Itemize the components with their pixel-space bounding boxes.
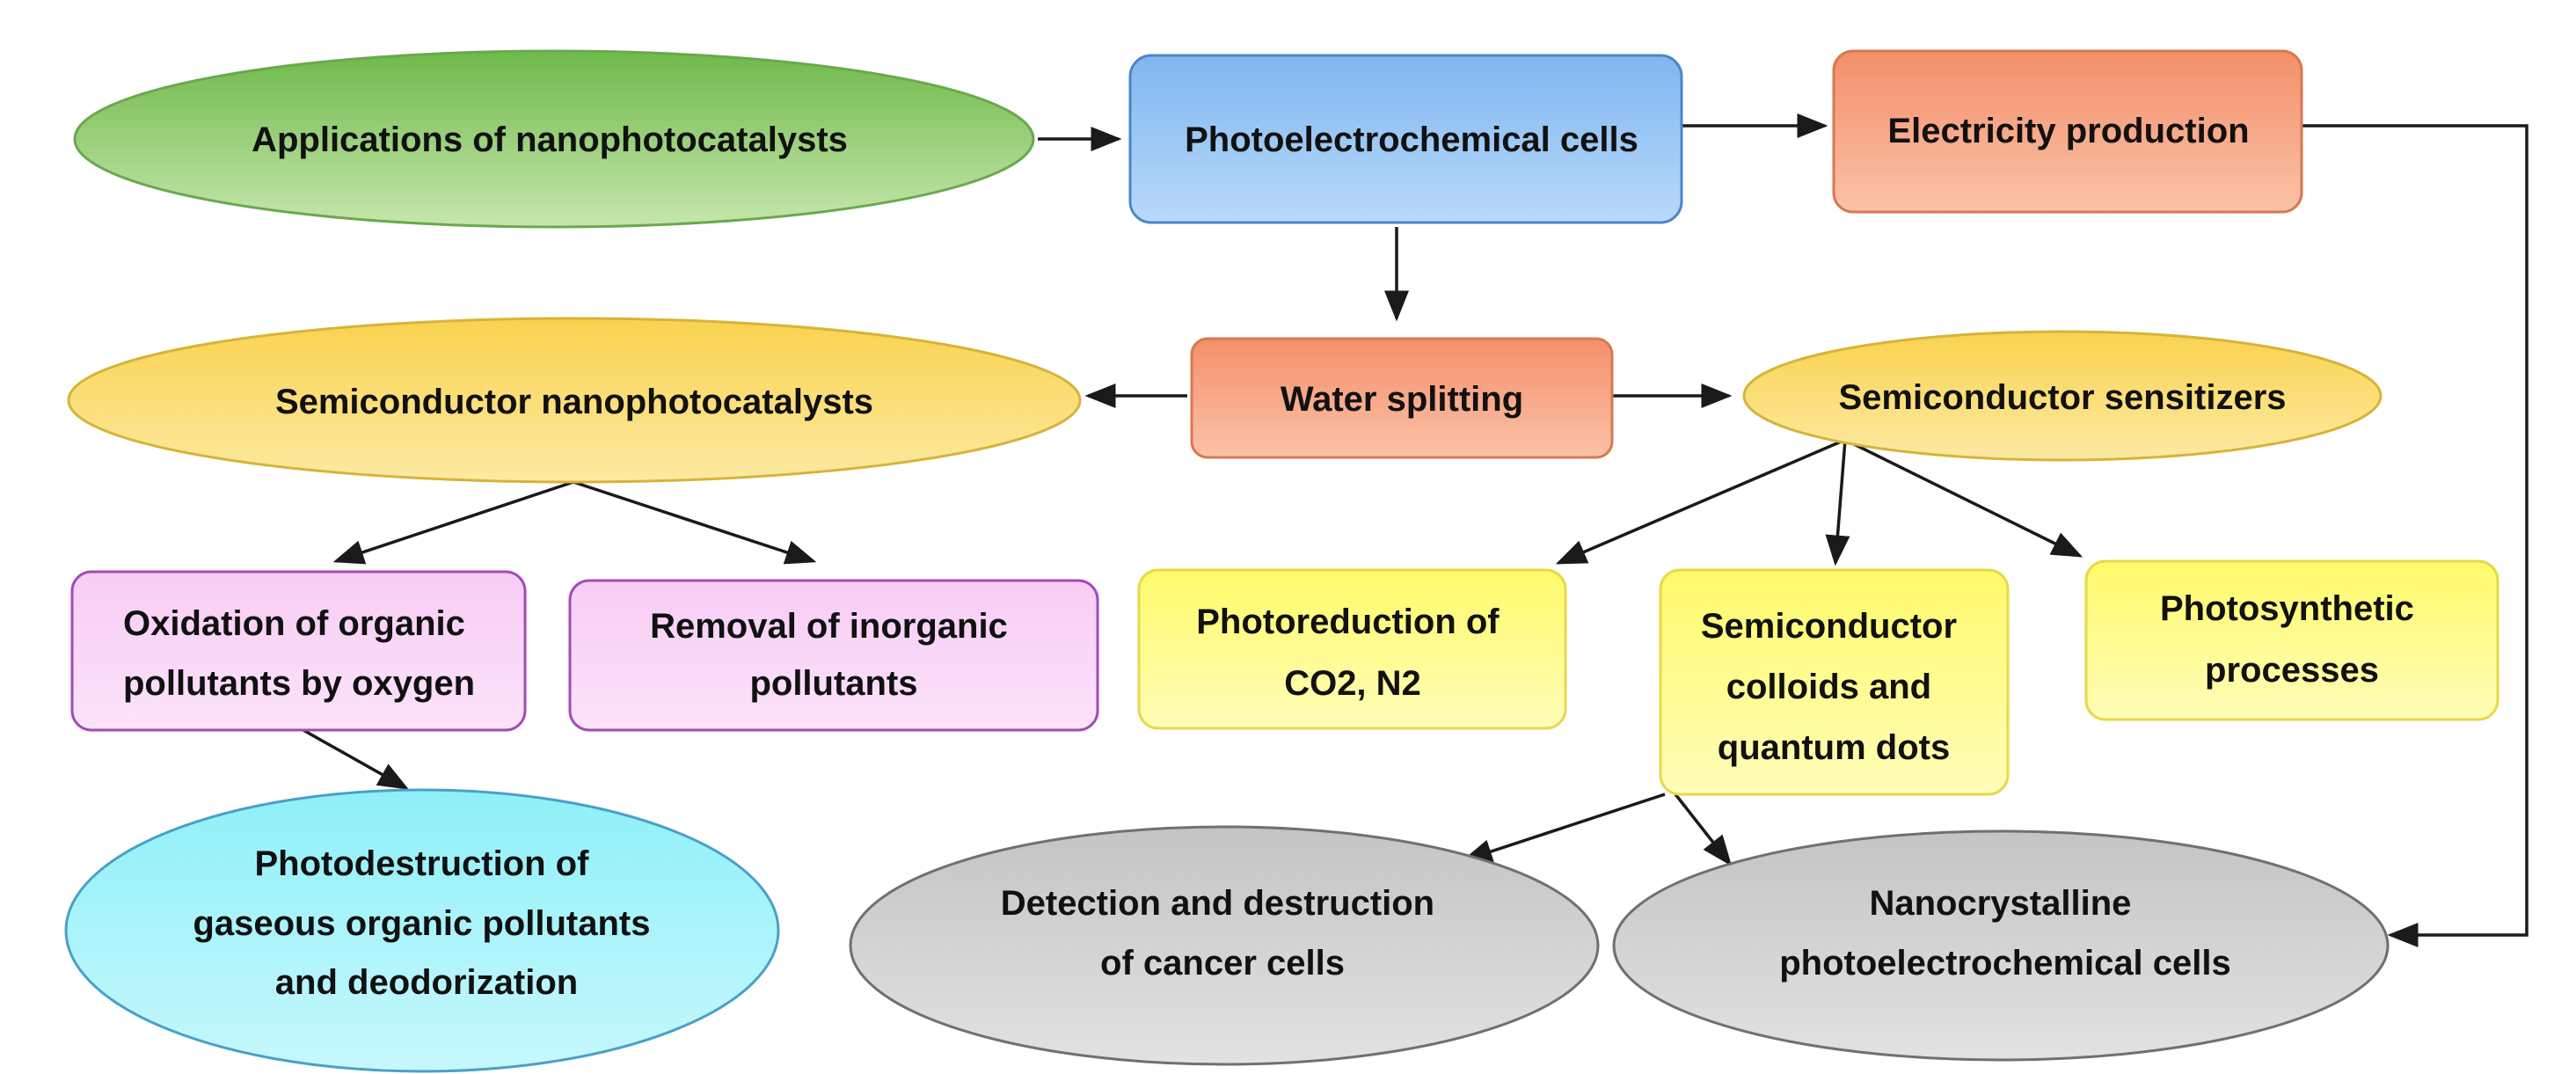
arrow-oxidation-to-photodestruction bbox=[301, 727, 410, 790]
node-label-line-1: Photosynthetic bbox=[2160, 589, 2414, 628]
svg-text:Applications of nanophotocata: Applications of nanophotocatalysts bbox=[252, 121, 848, 159]
arrow-nanophotocatalysts-to-oxidation bbox=[332, 480, 574, 565]
node-label: Water splitting bbox=[1281, 380, 1523, 419]
node-label-line-2: gaseous organic pollutants bbox=[193, 904, 650, 943]
arrow-sensitizers-to-colloids bbox=[1825, 439, 1850, 566]
node-label: Applications of nanophotocatalysts bbox=[252, 121, 848, 159]
node-shape bbox=[73, 49, 1035, 229]
node-label-line-1: Semiconductor bbox=[1701, 607, 1957, 646]
svg-text:Semiconductor nanophotocataly: Semiconductor nanophotocatalysts bbox=[275, 383, 873, 421]
node-photosynthetic-processes: Photosynthetic processes bbox=[2084, 559, 2499, 721]
node-shape bbox=[1832, 49, 2303, 214]
node-shape bbox=[2084, 559, 2499, 721]
svg-text:Photodestruction of gase: Photodestruction of gaseous organic poll… bbox=[193, 844, 660, 1002]
node-oxidation-organic-pollutants: Oxidation of organic pollutants by oxyge… bbox=[70, 570, 527, 732]
node-shape bbox=[1742, 330, 2383, 462]
node-shape bbox=[1128, 54, 1683, 224]
node-label-line-1: Removal of inorganic bbox=[650, 607, 1008, 646]
node-label-line-2: processes bbox=[2205, 651, 2379, 690]
node-label: Semiconductor nanophotocatalysts bbox=[275, 383, 873, 421]
connectors bbox=[301, 113, 2529, 947]
node-water-splitting: Water splitting bbox=[1190, 337, 1614, 459]
node-applications: Applications of nanophotocatalysts bbox=[73, 49, 1035, 229]
node-semiconductor-sensitizers: Semiconductor sensitizers bbox=[1742, 330, 2383, 462]
svg-text:Water splitting: Water splitting bbox=[1281, 380, 1523, 419]
svg-text:Photoelectrochemical cells: Photoelectrochemical cells bbox=[1185, 121, 1638, 159]
node-shape bbox=[1190, 337, 1614, 459]
svg-text:Photosynthetic processes: Photosynthetic processes bbox=[2160, 589, 2424, 690]
node-shape bbox=[70, 570, 527, 732]
arrow-nanophotocatalysts-to-removal bbox=[573, 480, 817, 565]
svg-text:Oxidation of organic pol: Oxidation of organic pollutants by oxyge… bbox=[123, 604, 475, 703]
node-shape bbox=[1137, 568, 1567, 730]
node-label-line-3: quantum dots bbox=[1718, 728, 1950, 767]
svg-text:Electricity production: Electricity production bbox=[1887, 112, 2249, 150]
node-shape bbox=[568, 579, 1099, 732]
node-label-line-2: pollutants bbox=[749, 664, 917, 703]
node-label-line-2: photoelectrochemical cells bbox=[1779, 944, 2231, 983]
node-label-line-3: and deodorization bbox=[275, 963, 578, 1002]
svg-text:Photoreduction of CO2, N: Photoreduction of CO2, N2 bbox=[1196, 603, 1509, 703]
arrow-sensitizers-to-photosynthetic bbox=[1844, 438, 2083, 558]
node-semiconductor-nanophotocatalysts: Semiconductor nanophotocatalysts bbox=[67, 317, 1082, 484]
arrow-colloids-to-nanocrystalline bbox=[1674, 793, 1733, 866]
svg-text:Nanocrystalline photoele: Nanocrystalline photoelectrochemical cel… bbox=[1779, 884, 2231, 983]
node-photodestruction: Photodestruction of gaseous organic poll… bbox=[64, 788, 780, 1073]
node-removal-inorganic-pollutants: Removal of inorganic pollutants bbox=[568, 579, 1099, 732]
node-label: Electricity production bbox=[1887, 112, 2249, 150]
node-shape bbox=[1612, 829, 2390, 1062]
node-shape bbox=[1659, 568, 2010, 796]
node-label: Photoelectrochemical cells bbox=[1185, 121, 1638, 159]
node-shape bbox=[67, 317, 1082, 484]
node-label-line-1: Photoreduction of bbox=[1196, 603, 1500, 641]
node-photoreduction: Photoreduction of CO2, N2 bbox=[1137, 568, 1567, 730]
node-photoelectrochemical-cells: Photoelectrochemical cells bbox=[1128, 54, 1683, 224]
svg-text:Semiconductor sensitizers: Semiconductor sensitizers bbox=[1838, 378, 2286, 417]
node-label-line-1: Detection and destruction bbox=[1001, 884, 1434, 923]
node-label-line-2: colloids and bbox=[1726, 668, 1931, 706]
node-label-line-1: Photodestruction of bbox=[254, 844, 589, 883]
node-cancer-cells: Detection and destruction of cancer cell… bbox=[849, 825, 1600, 1066]
arrow-electricity-to-nanocrystalline bbox=[2302, 124, 2529, 947]
node-shape bbox=[849, 825, 1600, 1066]
node-label-line-2: CO2, N2 bbox=[1284, 664, 1421, 703]
arrow-sensitizers-to-photoreduction bbox=[1555, 438, 1846, 565]
node-colloids-quantum-dots: Semiconductor colloids and quantum dots bbox=[1659, 568, 2010, 796]
svg-text:Semiconductor colloids a: Semiconductor colloids and quantum dots bbox=[1701, 607, 1967, 767]
node-nanocrystalline-pec: Nanocrystalline photoelectrochemical cel… bbox=[1612, 829, 2390, 1062]
node-label-line-1: Oxidation of organic bbox=[123, 604, 465, 643]
node-label-line-2: pollutants by oxygen bbox=[123, 664, 475, 703]
node-label-line-2: of cancer cells bbox=[1100, 944, 1345, 983]
svg-text:Removal of inorganic pol: Removal of inorganic pollutants bbox=[650, 607, 1018, 703]
svg-text:Detection and destruction: Detection and destruction of cancer cell… bbox=[1001, 884, 1445, 983]
node-shape bbox=[64, 788, 780, 1073]
node-label: Semiconductor sensitizers bbox=[1838, 378, 2286, 417]
node-electricity-production: Electricity production bbox=[1832, 49, 2303, 214]
node-label-line-1: Nanocrystalline bbox=[1869, 884, 2131, 923]
arrow-colloids-to-cancer-cells bbox=[1461, 793, 1666, 864]
